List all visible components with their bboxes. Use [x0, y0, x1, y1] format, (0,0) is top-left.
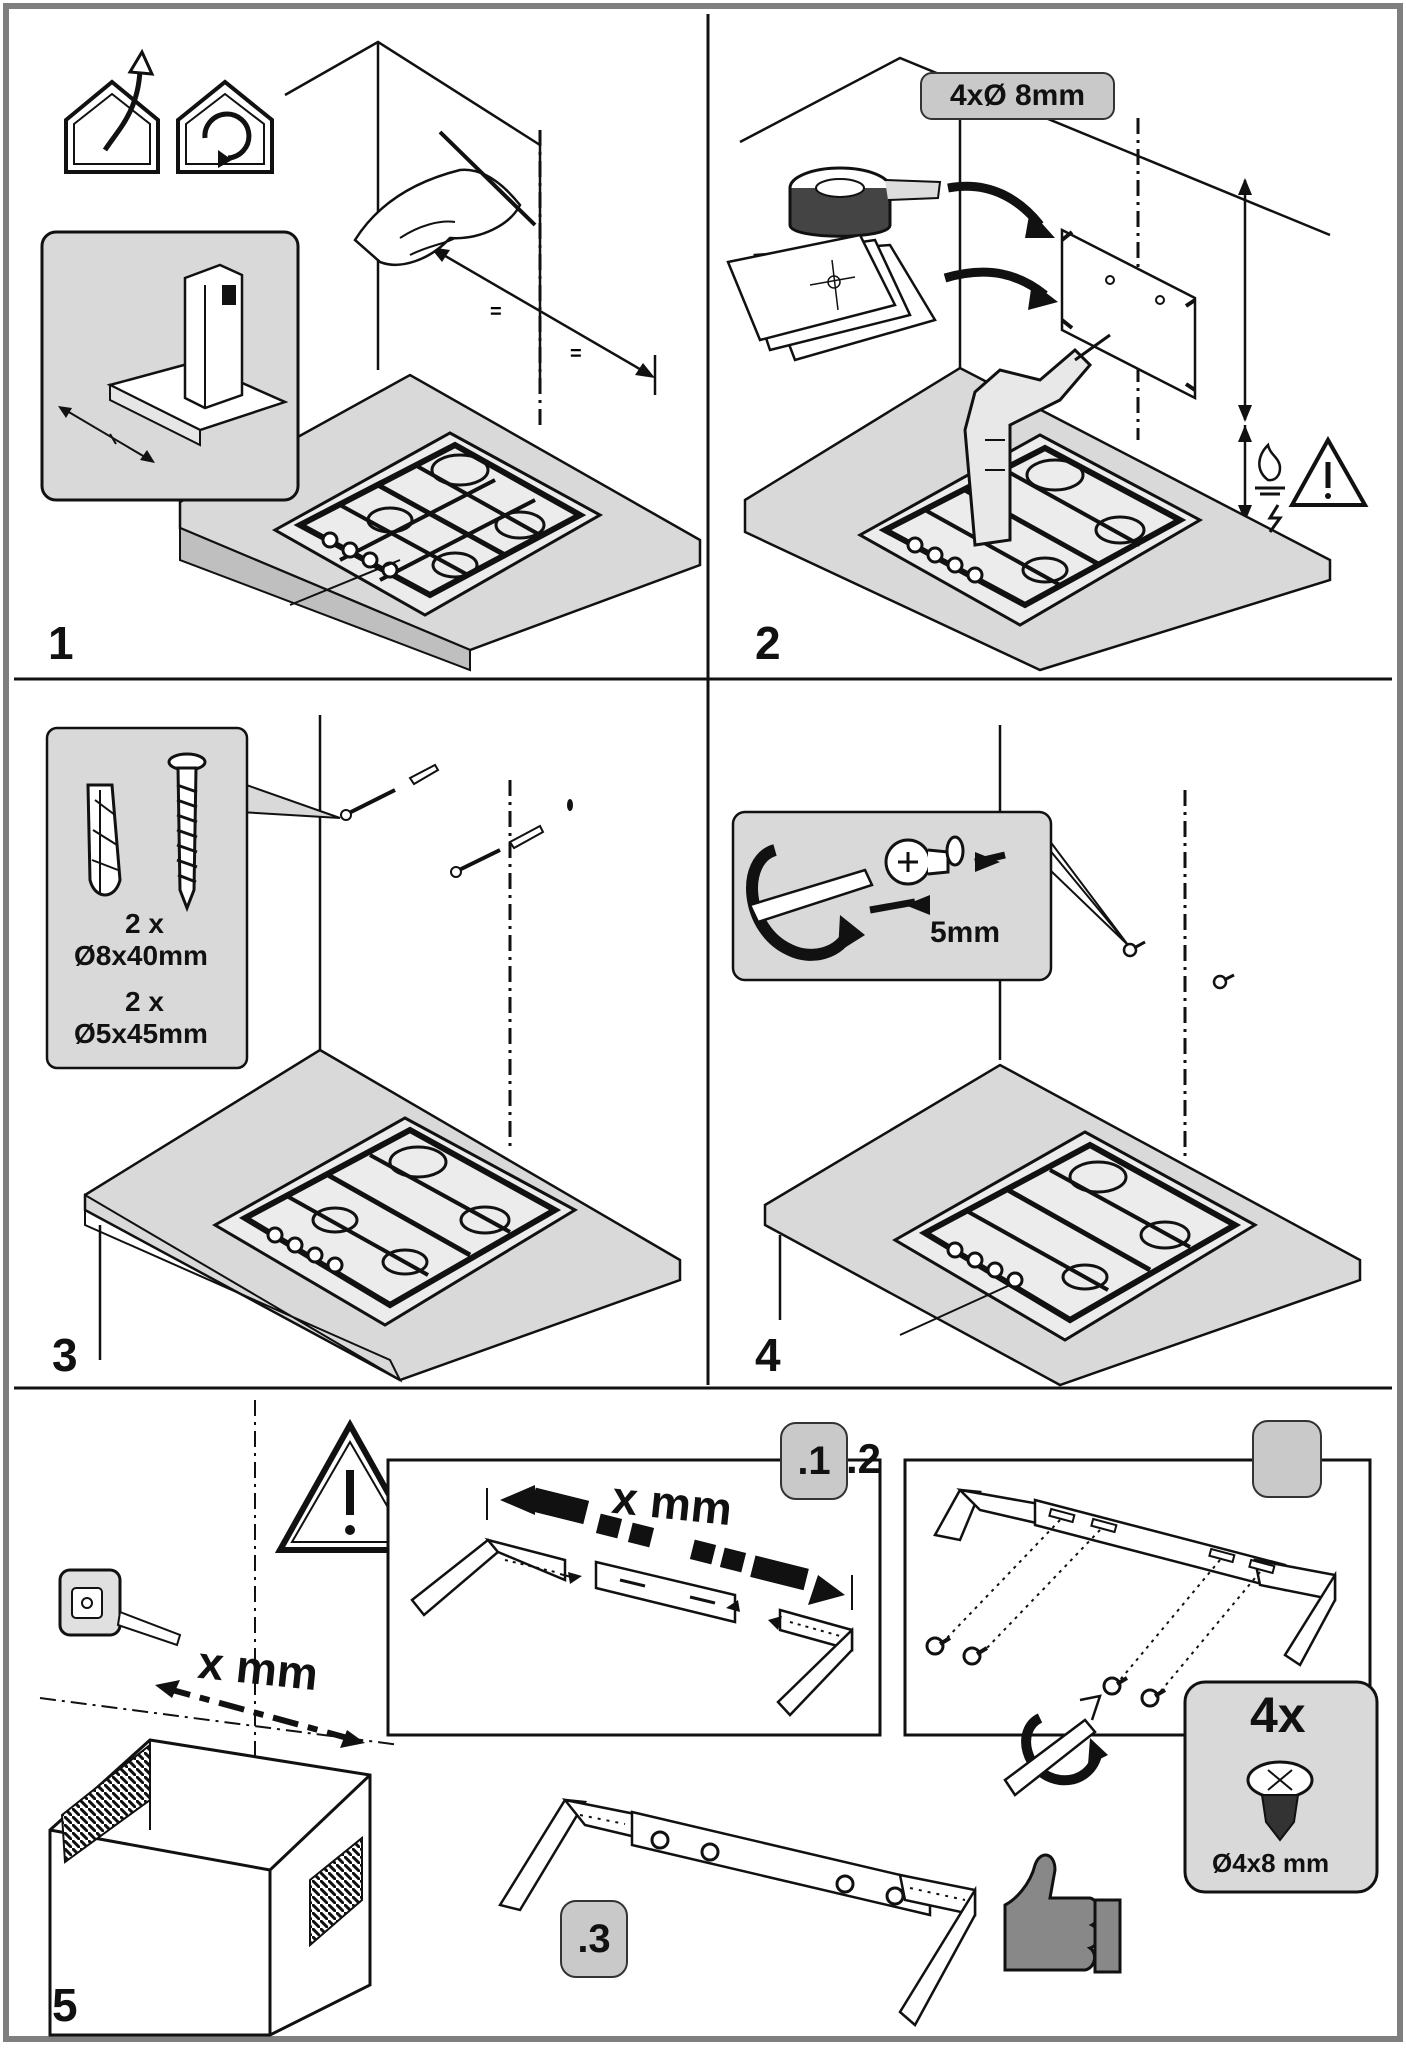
panel-3	[45, 715, 682, 1383]
hob-1	[271, 431, 604, 617]
wall-screw-partial-2	[1212, 973, 1235, 990]
panel-5	[39, 1400, 1379, 2037]
step-number-3: 3	[52, 1329, 78, 1381]
step-number-4: 4	[755, 1329, 781, 1381]
step-number-1: 1	[48, 617, 74, 669]
drilling-template-icon	[726, 233, 937, 362]
bracket-assembly-top	[933, 1488, 1337, 1667]
chimney-duct	[48, 1738, 372, 2037]
wall-screw-1	[340, 763, 440, 821]
small-screw-4	[1140, 1688, 1167, 1708]
substep-badge-2	[1252, 1420, 1322, 1498]
tape-measure-icon	[58, 1568, 182, 1647]
plug-size: Ø8x40mm	[74, 940, 208, 971]
bracket-assembled	[498, 1798, 977, 2027]
drill-icon	[963, 333, 1111, 547]
thumbs-up-icon	[1003, 1853, 1122, 1974]
screw-count-label: 4x	[1250, 1687, 1306, 1743]
drill-spec-badge: 4xØ 8mm	[920, 72, 1115, 120]
gap-label: 5mm	[930, 916, 1001, 949]
bracket-left	[410, 1537, 582, 1617]
duct-measure-label: x mm	[195, 1635, 321, 1701]
electric-hazard-icon	[1267, 504, 1283, 533]
house-exhaust-icon	[64, 48, 160, 174]
bracket-measure-label: x mm	[609, 1470, 735, 1536]
warning-icon-large	[274, 1418, 426, 1553]
substep-badge-3: .3	[560, 1900, 628, 1978]
substep-badge-1: .1	[780, 1422, 848, 1500]
bracket-right	[768, 1608, 854, 1717]
screw-quantity: 2 x	[125, 986, 164, 1017]
small-screw-1	[925, 1636, 952, 1656]
screw-size: Ø5x45mm	[74, 1018, 208, 1049]
panel-2	[726, 56, 1369, 672]
step-number-5: 5	[52, 1979, 78, 2031]
bracket-middle	[594, 1560, 740, 1624]
gas-flame-icon	[1255, 442, 1285, 496]
hob-4	[892, 1130, 1259, 1342]
screw-count-panel	[1183, 1680, 1379, 1894]
screw-icon	[167, 752, 207, 913]
screw-size-label: Ø4x8 mm	[1212, 1848, 1330, 1878]
outer-frame	[3, 3, 1403, 2042]
small-screw-2	[962, 1646, 989, 1666]
wall-plug-icon	[86, 783, 122, 897]
step-5-1-box	[386, 1458, 882, 1737]
warning-icon	[1288, 435, 1369, 507]
step-number-2: 2	[755, 617, 781, 669]
wall-screw-2	[450, 824, 545, 878]
screw-gap-inset	[731, 810, 1129, 982]
panel-1: = =	[40, 40, 702, 672]
house-recirculation-icon	[176, 79, 274, 174]
substep-label-2: .2	[846, 1435, 882, 1482]
screwdriver-rotate-icon	[746, 844, 874, 961]
adhesive-tape-icon	[788, 166, 942, 238]
panel-4	[731, 725, 1362, 1387]
svg-text:=: =	[570, 343, 582, 365]
fixings-inset	[45, 726, 341, 1070]
plug-quantity: 2 x	[125, 908, 164, 939]
hood-inset	[40, 230, 300, 502]
hob-3	[211, 1116, 579, 1327]
small-screw-3	[1102, 1676, 1129, 1696]
screwdriver-rotate-icon-2	[1003, 1694, 1108, 1797]
wall-screw-partial-1	[1122, 940, 1146, 958]
svg-text:=: =	[490, 301, 502, 323]
